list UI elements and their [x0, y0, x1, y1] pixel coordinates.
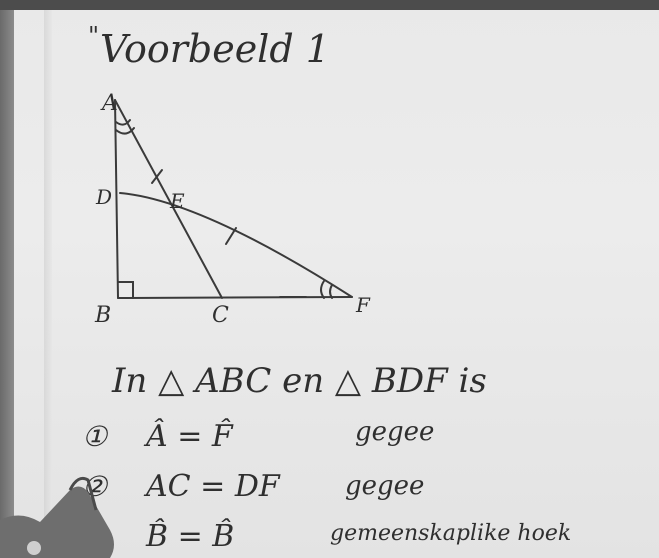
ring — [27, 541, 41, 555]
board-title: Voorbeeld 1 — [100, 27, 330, 71]
line-3-reason: gemeenskaplike hoek — [330, 521, 571, 546]
angle-a-arc-2 — [115, 127, 135, 135]
line-3-expr: B̂ = B̂ — [145, 519, 234, 554]
angle-a-arc-1 — [115, 119, 131, 126]
wall — [0, 0, 14, 558]
line-2-reason: gegee — [345, 471, 424, 501]
right-angle-mark — [117, 281, 134, 299]
side-df — [119, 192, 353, 298]
hand-shape — [0, 486, 114, 558]
line-1-number: ① — [82, 420, 109, 453]
hand-photo — [0, 476, 114, 558]
side-ab — [114, 99, 119, 299]
side-ac — [114, 99, 223, 299]
board-frame-edge — [44, 0, 52, 558]
vertex-e: E — [169, 189, 185, 213]
vertex-c: C — [212, 303, 229, 328]
vertex-d: D — [95, 185, 112, 209]
title-mark: " — [88, 22, 99, 50]
vertex-a: A — [100, 91, 118, 116]
side-bf — [117, 296, 353, 299]
angle-f-arc-1 — [329, 284, 333, 299]
vertex-f: F — [355, 293, 371, 317]
tick-df — [225, 227, 237, 245]
vertex-b: B — [94, 303, 111, 328]
whiteboard — [14, 0, 659, 558]
top-shadow — [0, 0, 659, 10]
line-1-expr: Â = F̂ — [143, 418, 234, 454]
angle-f-arc-2 — [320, 280, 325, 299]
tick-ac — [151, 169, 163, 184]
line-1-reason: gegee — [355, 417, 434, 447]
proof-statement: In △ ABC en △ BDF is — [111, 361, 487, 401]
line-2-expr: AC = DF — [143, 469, 281, 504]
triangle-figure — [114, 99, 353, 299]
finger-outline — [68, 476, 98, 511]
